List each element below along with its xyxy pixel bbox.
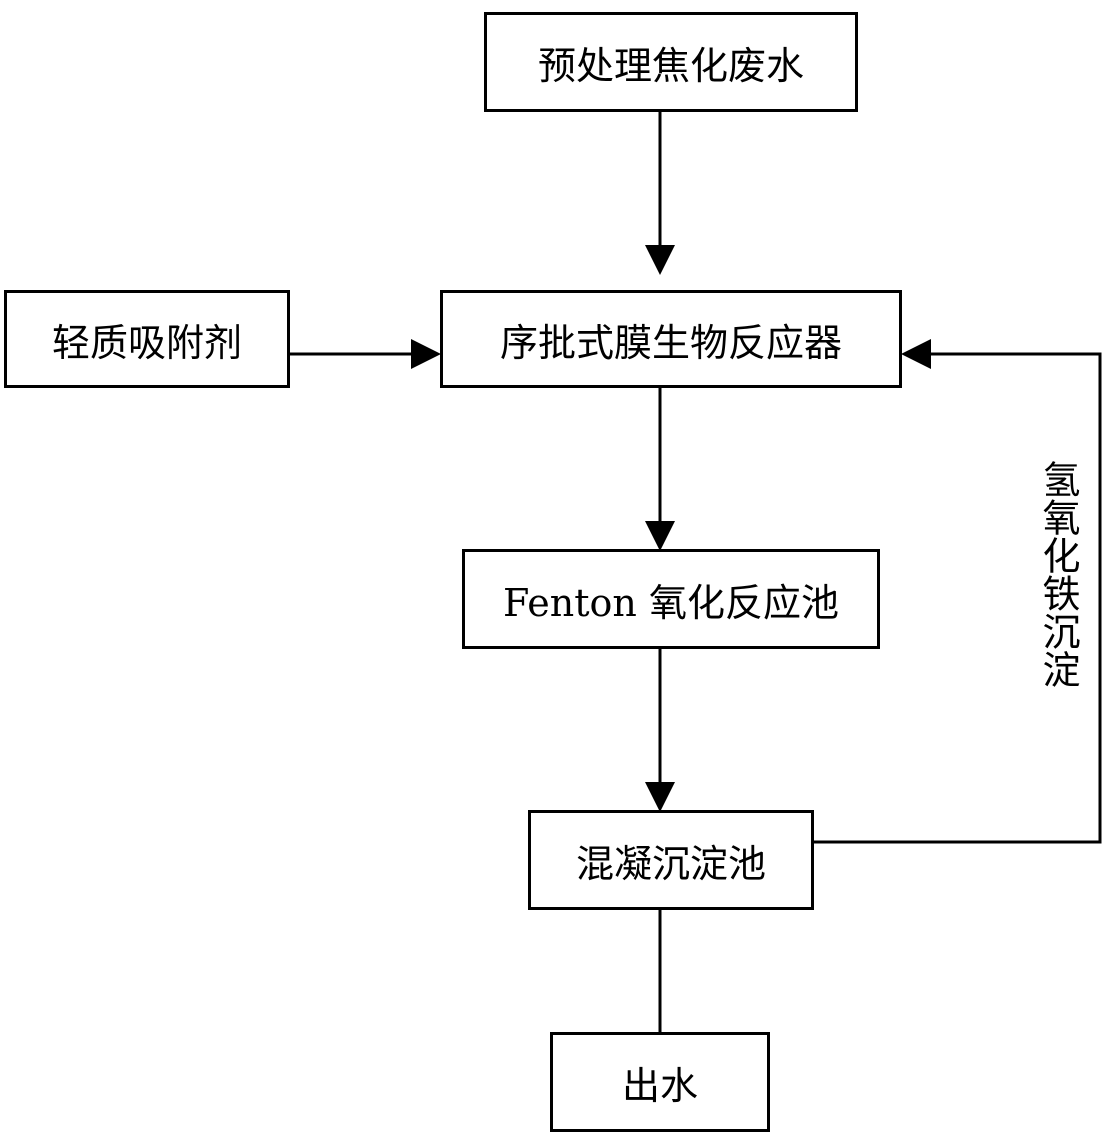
recycle-edge-label: 氢氧化铁沉淀 xyxy=(1036,460,1080,688)
node-light-adsorbent: 轻质吸附剂 xyxy=(4,290,290,388)
node-raw-wastewater-label: 预处理焦化废水 xyxy=(537,43,804,88)
node-effluent: 出水 xyxy=(550,1032,770,1132)
node-fenton-tank-label: Fenton 氧化反应池 xyxy=(503,580,839,625)
node-coagulation-tank-label: 混凝沉淀池 xyxy=(575,841,766,886)
node-effluent-label: 出水 xyxy=(621,1063,698,1108)
node-sbr-reactor: 序批式膜生物反应器 xyxy=(440,290,902,388)
node-raw-wastewater: 预处理焦化废水 xyxy=(484,12,858,112)
node-sbr-reactor-label: 序批式膜生物反应器 xyxy=(499,320,842,365)
node-fenton-tank: Fenton 氧化反应池 xyxy=(462,549,880,649)
node-coagulation-tank: 混凝沉淀池 xyxy=(528,810,814,910)
node-light-adsorbent-label: 轻质吸附剂 xyxy=(51,320,242,365)
edge-recycle-to-sbr xyxy=(814,339,1102,844)
